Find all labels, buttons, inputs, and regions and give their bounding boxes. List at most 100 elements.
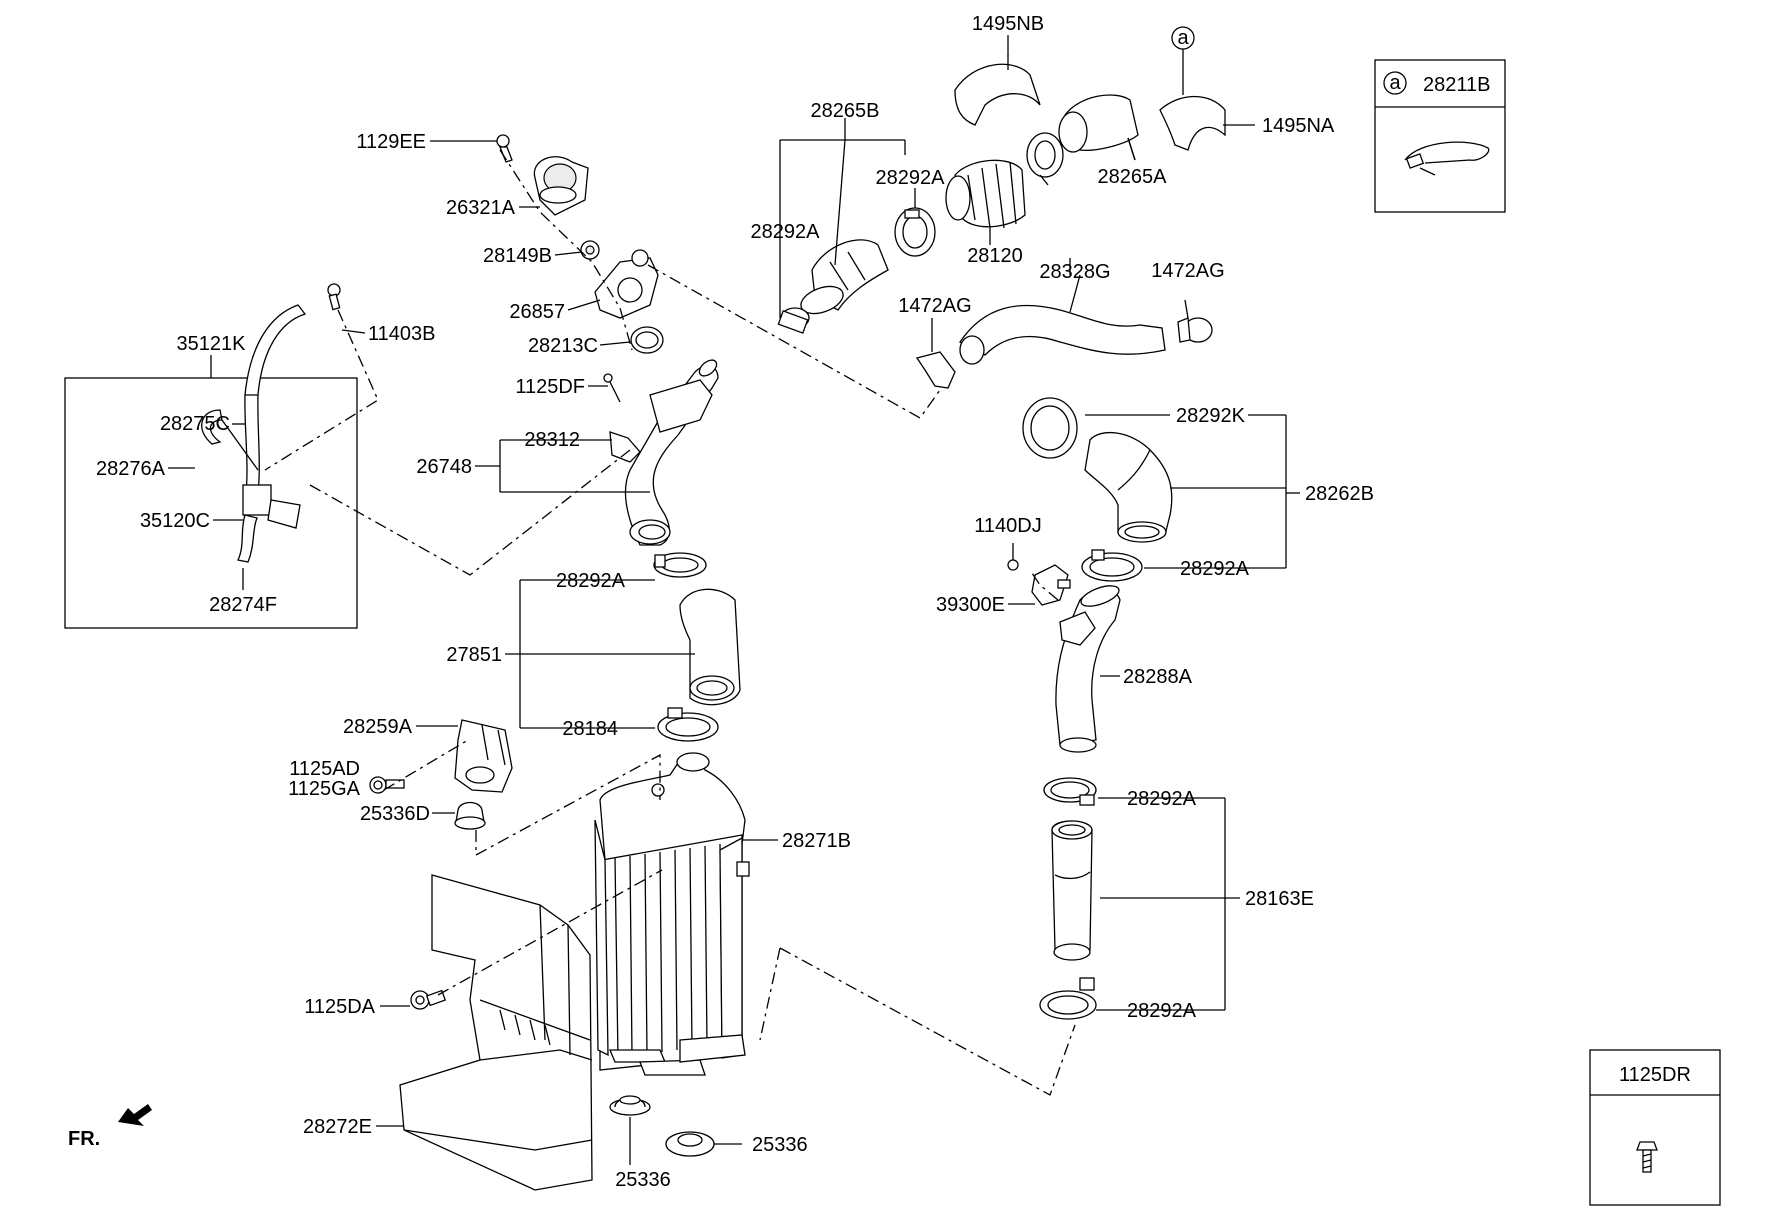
clamp-28292A-mid-left xyxy=(653,552,707,578)
label-11403B: 11403B xyxy=(368,323,435,345)
label-28292A-low-bot: 28292A xyxy=(1127,1000,1197,1022)
box-35121K xyxy=(64,304,358,629)
label-1125AD: 1125AD xyxy=(289,758,360,780)
label-fr: FR. xyxy=(68,1128,100,1150)
pipe-28288A xyxy=(1055,585,1121,753)
cable-tie-icon xyxy=(1404,141,1490,176)
seal-1495NB xyxy=(954,55,1041,126)
grommet-25336-bottom xyxy=(609,1095,651,1165)
label-28262B: 28262B xyxy=(1305,483,1374,505)
label-1125DA: 1125DA xyxy=(304,996,375,1018)
label-28163E: 28163E xyxy=(1245,888,1314,910)
valve-26857 xyxy=(594,249,659,319)
label-1495NA: 1495NA xyxy=(1262,115,1335,137)
label-39300E: 39300E xyxy=(936,594,1005,616)
legend-part-28211B: 28211B xyxy=(1423,74,1490,96)
label-1140DJ: 1140DJ xyxy=(974,515,1041,537)
clamp-28292A-left xyxy=(777,307,810,334)
clamp-28292A-low-top xyxy=(1043,777,1097,806)
label-28292A-mid-right: 28292A xyxy=(1180,558,1250,580)
hose-28274F xyxy=(237,514,258,563)
label-28276A: 28276A xyxy=(96,458,166,480)
label-28328G: 28328G xyxy=(1039,261,1110,283)
clamp-28184 xyxy=(657,707,719,742)
label-28312: 28312 xyxy=(524,429,580,451)
legend-part-1125DR: 1125DR xyxy=(1619,1064,1691,1086)
bellows-28120 xyxy=(945,159,1026,245)
grommet-25336D xyxy=(454,801,486,830)
label-28274F: 28274F xyxy=(209,594,277,616)
grommet-25336-right xyxy=(665,1131,742,1157)
label-28265B: 28265B xyxy=(811,100,880,122)
label-26748: 26748 xyxy=(416,456,472,478)
clamp-28265A-side xyxy=(1026,132,1064,186)
label-28275C: 28275C xyxy=(160,413,230,435)
label-28272E: 28272E xyxy=(303,1116,372,1138)
legend-box-1125DR: 1125DR xyxy=(1589,1049,1721,1206)
label-28292A-left: 28292A xyxy=(751,221,821,243)
bolt-1125AD-1125GA xyxy=(369,776,405,794)
label-28271B: 28271B xyxy=(782,830,851,852)
clamp-28292A-mid-right xyxy=(1081,549,1143,582)
label-1472AG-left: 1472AG xyxy=(898,295,971,317)
label-circle-a: a xyxy=(1177,27,1189,49)
bracket-28312 xyxy=(609,431,641,463)
hose-28262B xyxy=(1084,431,1173,543)
hose-28328G xyxy=(959,274,1166,365)
cap-28149B xyxy=(580,240,600,260)
label-25336-right: 25336 xyxy=(752,1134,808,1156)
clamp-28292A-top xyxy=(894,207,936,257)
intercooler-28271B xyxy=(594,752,750,1076)
label-26321A: 26321A xyxy=(446,197,516,219)
bolt-1129EE xyxy=(430,134,513,163)
label-1472AG-right: 1472AG xyxy=(1151,260,1224,282)
label-28120: 28120 xyxy=(967,245,1023,267)
label-35121K: 35121K xyxy=(177,333,247,355)
label-25336-bottom: 25336 xyxy=(615,1169,671,1191)
label-26857: 26857 xyxy=(509,301,565,323)
legend-box-28211B: a 28211B xyxy=(1374,59,1506,213)
label-35120C: 35120C xyxy=(140,510,210,532)
fr-arrow-icon xyxy=(118,1104,152,1126)
hose-27851 xyxy=(679,588,741,706)
fitting-1472AG-right xyxy=(1177,299,1213,343)
label-1125GA: 1125GA xyxy=(288,778,361,800)
clamp-28292K xyxy=(1022,397,1078,459)
seal-1495NA xyxy=(1159,26,1226,151)
valve-35120C xyxy=(242,484,272,516)
bolt-1140DJ xyxy=(1007,543,1019,571)
label-1129EE: 1129EE xyxy=(356,131,426,153)
hose-28265A xyxy=(1058,94,1139,161)
bolt-11403B xyxy=(327,283,341,311)
label-28288A: 28288A xyxy=(1123,666,1193,688)
label-28149B: 28149B xyxy=(483,245,552,267)
duct-28272E xyxy=(399,874,593,1191)
hose-28275C xyxy=(244,304,307,396)
label-28292A-low-top: 28292A xyxy=(1127,788,1197,810)
leader-lines xyxy=(168,35,1300,1127)
bolt-1125DF xyxy=(603,373,621,403)
pipe-28163E xyxy=(1051,820,1093,961)
label-27851: 27851 xyxy=(446,644,502,666)
bolt-icon xyxy=(1636,1141,1658,1173)
hose-28265B xyxy=(800,239,889,315)
label-28259A: 28259A xyxy=(343,716,413,738)
gasket-28213C xyxy=(630,326,664,354)
label-1125DF: 1125DF xyxy=(515,376,585,398)
legend-circle-letter: a xyxy=(1389,72,1401,94)
bracket-28259A xyxy=(454,719,513,793)
actuator-26321A xyxy=(533,156,589,216)
pipe-26748 xyxy=(624,359,719,546)
label-25336D: 25336D xyxy=(360,803,430,825)
label-28184: 28184 xyxy=(562,718,618,740)
label-28292A-top: 28292A xyxy=(876,167,946,189)
sensor-39300E xyxy=(1031,564,1071,606)
part-labels: 1495NB a 1495NA 28265B 28292A 28265A 282… xyxy=(68,13,1374,1191)
label-28265A: 28265A xyxy=(1098,166,1168,188)
label-28292K: 28292K xyxy=(1176,405,1246,427)
clamp-28292A-low-bot xyxy=(1039,977,1097,1020)
fitting-1472AG-left xyxy=(915,318,956,389)
label-1495NB: 1495NB xyxy=(972,13,1044,35)
label-28213C: 28213C xyxy=(528,335,598,357)
